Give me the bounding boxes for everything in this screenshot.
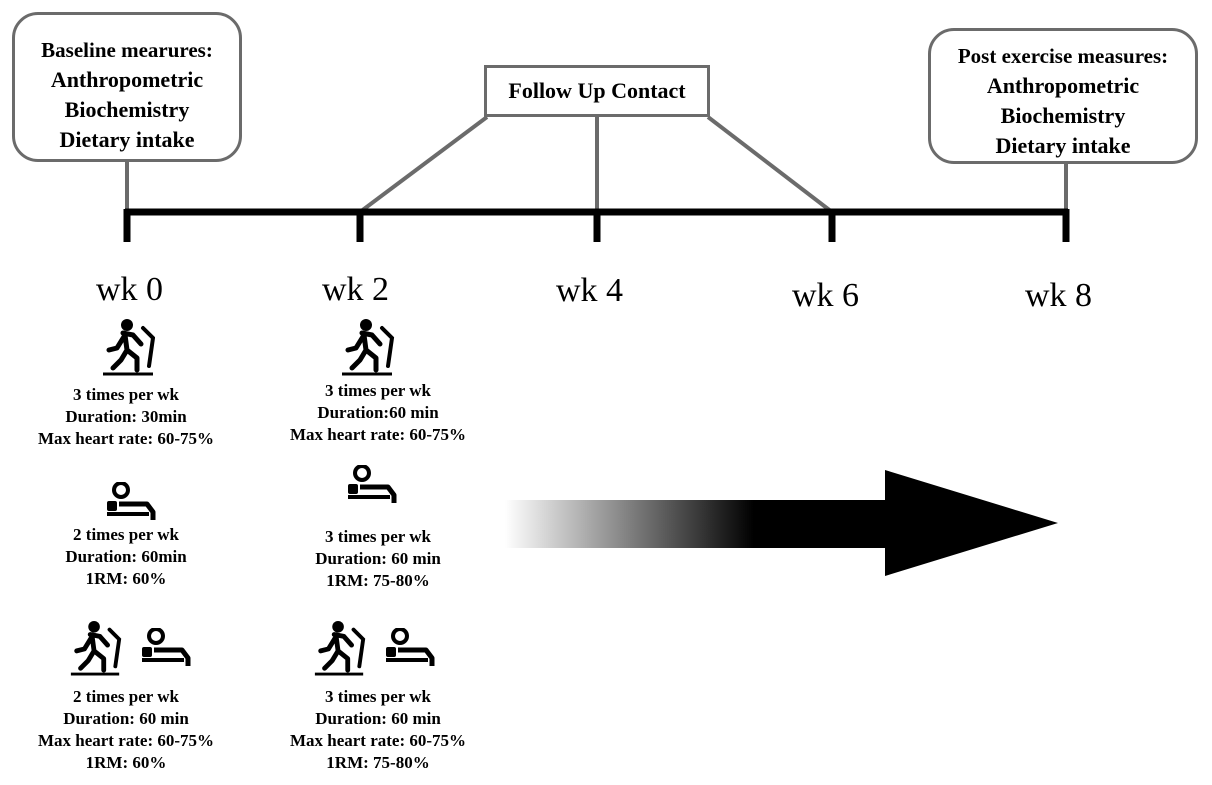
prescription-line: 3 times per wk	[73, 385, 179, 404]
prescription-line: Duration: 60 min	[315, 549, 441, 568]
prescription-line: Max heart rate: 60-75%	[37, 731, 215, 750]
prescription-line: 1RM: 75-80%	[326, 753, 430, 772]
treadmill-runner-icon	[342, 319, 395, 376]
prescription-line: Duration: 60min	[65, 547, 187, 566]
wk0-resistance-text: 2 times per wk Duration: 60min 1RM: 60%	[16, 524, 236, 590]
treadmill-runner-icon	[103, 319, 155, 376]
post-title: Post exercise measures:	[957, 44, 1169, 68]
post-item: Dietary intake	[995, 133, 1131, 158]
wk0-aerobic-text: 3 times per wk Duration: 30min Max heart…	[16, 384, 236, 450]
wk2-combined-text: 3 times per wk Duration: 60 min Max hear…	[262, 686, 494, 774]
progression-arrow	[505, 470, 1058, 576]
week-label: wk 6	[792, 277, 860, 314]
treadmill-runner-icon	[314, 620, 366, 676]
prescription-line: 2 times per wk	[73, 525, 179, 544]
prescription-line: 1RM: 60%	[85, 753, 167, 772]
prescription-line: 3 times per wk	[325, 527, 431, 546]
followup-connector-wk2	[358, 115, 489, 214]
prescription-line: Max heart rate: 60-75%	[289, 731, 467, 750]
baseline-measures-box: Baseline mearures: Anthropometric Bioche…	[12, 12, 242, 162]
followup-contact-box: Follow Up Contact	[484, 65, 710, 117]
post-item: Anthropometric	[986, 73, 1140, 98]
bench-press-icon	[348, 465, 397, 503]
prescription-line: 1RM: 60%	[85, 569, 167, 588]
treadmill-runner-icon	[70, 620, 122, 676]
baseline-item: Biochemistry	[64, 97, 190, 122]
week-label: wk 8	[1025, 277, 1093, 314]
bench-press-icon	[142, 628, 191, 666]
baseline-item: Anthropometric	[50, 67, 204, 92]
prescription-line: Duration: 60 min	[315, 709, 441, 728]
prescription-line: 2 times per wk	[73, 687, 179, 706]
week-label: wk 0	[96, 271, 164, 308]
wk2-resistance-text: 3 times per wk Duration: 60 min 1RM: 75-…	[262, 526, 494, 592]
prescription-line: Max heart rate: 60-75%	[289, 425, 467, 444]
baseline-title: Baseline mearures:	[41, 38, 213, 62]
prescription-line: Max heart rate: 60-75%	[37, 429, 215, 448]
week-label: wk 2	[322, 271, 390, 308]
prescription-line: Duration:60 min	[317, 403, 439, 422]
prescription-line: Duration: 30min	[65, 407, 187, 426]
bench-press-icon	[107, 482, 156, 520]
wk2-aerobic-text: 3 times per wk Duration:60 min Max heart…	[262, 380, 494, 446]
baseline-item: Dietary intake	[59, 127, 195, 152]
post-exercise-measures-box: Post exercise measures: Anthropometric B…	[928, 28, 1198, 164]
bench-press-icon	[386, 628, 435, 666]
prescription-line: Duration: 60 min	[63, 709, 189, 728]
prescription-line: 3 times per wk	[325, 381, 431, 400]
week-label: wk 4	[556, 272, 624, 309]
post-item: Biochemistry	[1000, 103, 1126, 128]
prescription-line: 3 times per wk	[325, 687, 431, 706]
prescription-line: 1RM: 75-80%	[326, 571, 430, 590]
followup-connector-wk6	[706, 115, 834, 214]
wk0-combined-text: 2 times per wk Duration: 60 min Max hear…	[16, 686, 236, 774]
